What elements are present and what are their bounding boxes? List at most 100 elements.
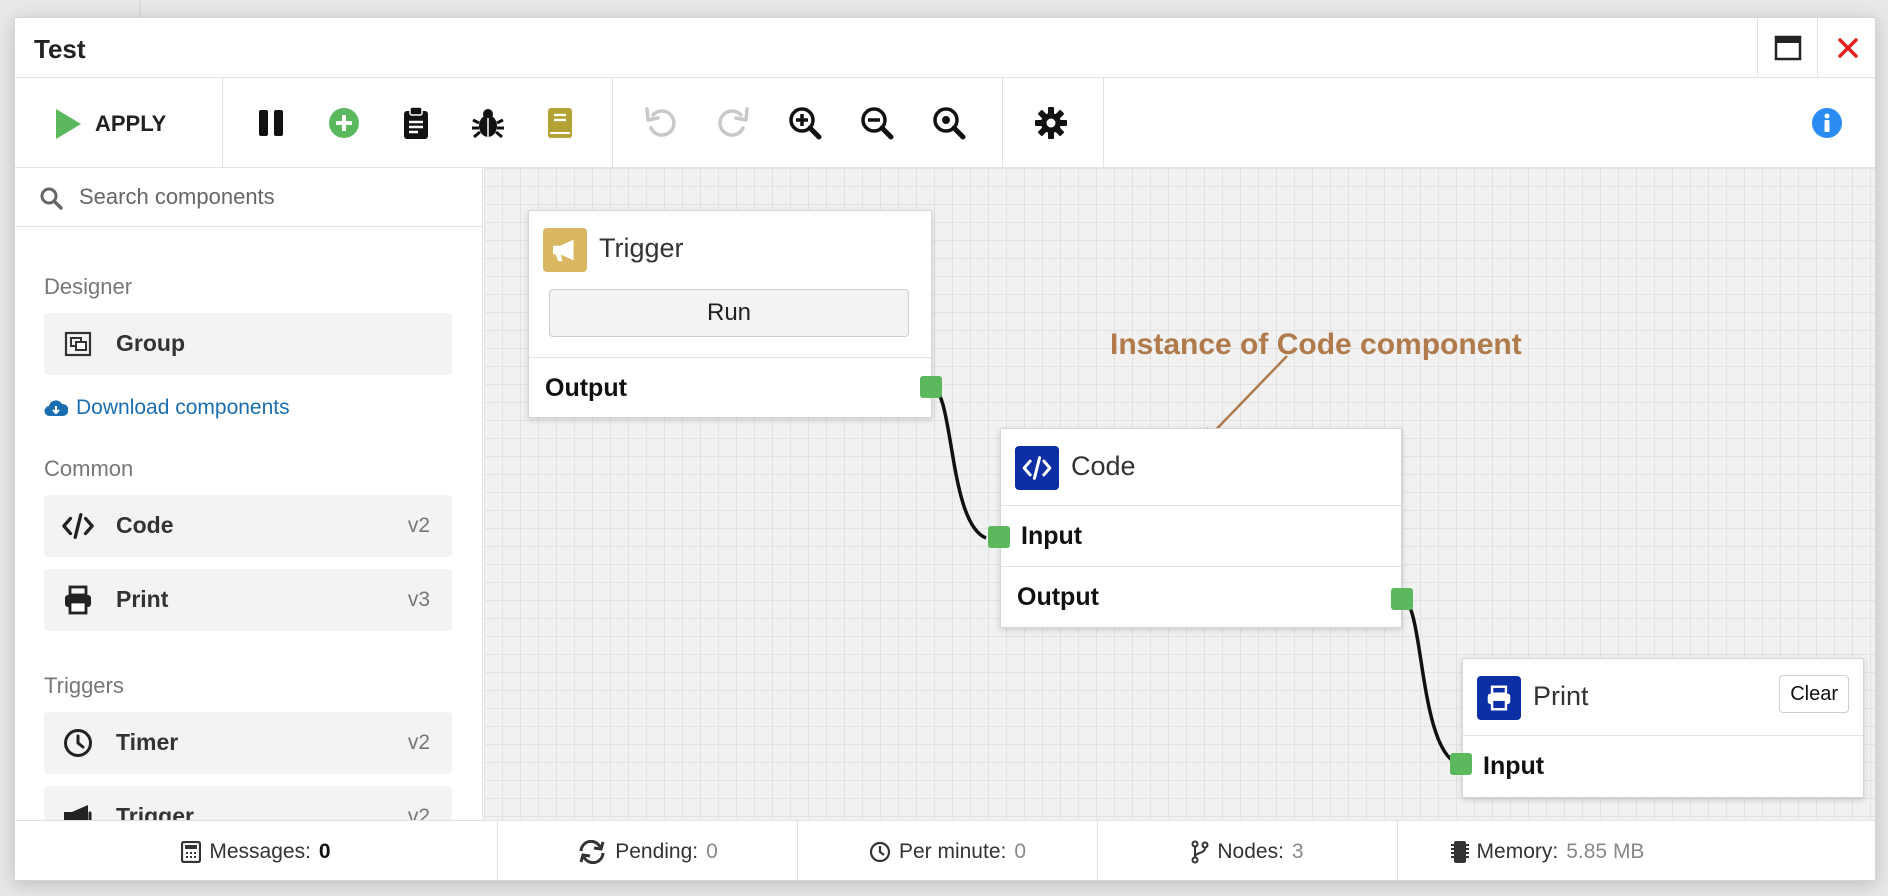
clock-icon	[869, 841, 891, 863]
status-per-minute: Per minute: 0	[797, 821, 1097, 880]
clipboard-icon	[404, 106, 428, 139]
close-button[interactable]	[1817, 18, 1875, 78]
undo-button[interactable]	[643, 105, 679, 141]
status-label: Nodes:	[1217, 840, 1284, 863]
input-port-row: Input	[1463, 735, 1863, 796]
status-pending: Pending: 0	[497, 821, 797, 880]
branch-icon	[1191, 840, 1209, 864]
output-port-row: Output	[529, 357, 931, 418]
play-icon	[56, 109, 81, 139]
settings-button[interactable]	[1033, 105, 1069, 141]
window-title: Test	[34, 34, 86, 64]
node-print[interactable]: Print Clear Input	[1462, 658, 1864, 798]
component-name: Trigger	[116, 803, 194, 820]
code-icon	[1015, 446, 1059, 490]
component-item-trigger[interactable]: Trigger v2	[44, 786, 452, 820]
zoom-in-icon	[789, 107, 822, 140]
maximize-icon	[1774, 35, 1801, 61]
code-output-port[interactable]	[1391, 588, 1413, 610]
status-value: 0	[318, 840, 331, 863]
redo-button[interactable]	[715, 105, 751, 141]
output-port-row: Output	[1001, 566, 1401, 627]
undo-icon	[645, 107, 676, 137]
status-label: Per minute:	[898, 840, 1007, 863]
port-label: Output	[1017, 583, 1099, 611]
group-icon	[62, 329, 94, 359]
component-name: Print	[116, 586, 169, 612]
port-label: Output	[545, 374, 627, 402]
zoom-in-button[interactable]	[787, 105, 823, 141]
pause-button[interactable]	[253, 105, 289, 141]
run-button[interactable]: Run	[549, 289, 909, 337]
close-icon	[1837, 38, 1858, 58]
component-search	[15, 168, 482, 227]
component-item-code[interactable]: Code v2	[44, 495, 452, 557]
toolbar-divider	[222, 78, 223, 168]
status-value: 3	[1291, 840, 1304, 863]
component-item-group[interactable]: Group	[44, 313, 452, 375]
status-value: 5.85 MB	[1566, 840, 1645, 863]
code-input-port[interactable]	[988, 526, 1010, 548]
memory-icon	[1450, 841, 1469, 863]
documentation-button[interactable]	[542, 105, 578, 141]
clear-button[interactable]: Clear	[1779, 675, 1849, 713]
redo-icon	[718, 107, 749, 137]
add-icon	[329, 108, 359, 138]
info-icon	[1812, 108, 1842, 138]
print-icon	[1477, 676, 1521, 720]
wire-trigger-to-code	[930, 385, 987, 540]
node-title: Code	[1071, 451, 1136, 481]
status-bar: Messages: 0 Pending: 0 Per minute: 0	[15, 820, 1875, 880]
node-header: Code	[1001, 429, 1401, 505]
status-value: 0	[706, 840, 718, 863]
clipboard-button[interactable]	[398, 105, 434, 141]
component-item-timer[interactable]: Timer v2	[44, 712, 452, 774]
component-version: v2	[407, 514, 430, 537]
debug-button[interactable]	[470, 105, 506, 141]
node-title: Print	[1533, 681, 1589, 711]
trigger-output-port[interactable]	[920, 376, 942, 398]
print-input-port[interactable]	[1450, 753, 1472, 775]
toolbar-divider	[612, 78, 613, 168]
status-nodes: Nodes: 3	[1097, 821, 1397, 880]
pause-icon	[259, 110, 283, 136]
flow-canvas[interactable]: Instance of Code component Trigger Run O…	[484, 168, 1875, 820]
clock-icon	[62, 728, 94, 758]
component-sidebar: Designer Group Download components Commo…	[15, 168, 483, 820]
megaphone-icon	[62, 802, 94, 820]
zoom-reset-button[interactable]	[931, 105, 967, 141]
section-heading-common: Common	[44, 456, 134, 481]
search-input[interactable]	[79, 178, 469, 216]
port-label: Input	[1483, 752, 1545, 780]
node-code[interactable]: Code Input Output	[1000, 428, 1402, 628]
node-header: Print Clear	[1463, 659, 1863, 735]
status-memory: Memory: 5.85 MB	[1397, 821, 1697, 880]
info-button[interactable]	[1809, 105, 1845, 141]
settings-icon	[1035, 107, 1067, 139]
bug-icon	[472, 109, 504, 139]
apply-button[interactable]: APPLY	[53, 106, 166, 142]
zoom-out-icon	[861, 107, 894, 140]
zoom-out-button[interactable]	[859, 105, 895, 141]
component-item-print[interactable]: Print v3	[44, 569, 452, 631]
search-icon	[40, 187, 63, 210]
section-heading-triggers: Triggers	[44, 673, 124, 698]
section-heading-designer: Designer	[44, 274, 133, 299]
node-trigger[interactable]: Trigger Run Output	[528, 210, 932, 418]
toolbar: APPLY	[15, 78, 1875, 168]
apply-label: APPLY	[95, 111, 167, 136]
flow-designer-window: Test APPLY	[14, 17, 1876, 881]
zoom-reset-icon	[933, 107, 966, 140]
add-component-button[interactable]	[326, 105, 362, 141]
calculator-icon	[181, 841, 202, 863]
component-name: Code	[116, 512, 174, 538]
component-version: v3	[407, 588, 430, 611]
cloud-download-icon	[44, 400, 68, 417]
status-label: Memory:	[1476, 840, 1559, 863]
component-name: Group	[116, 330, 185, 356]
maximize-button[interactable]	[1757, 18, 1817, 78]
sync-icon	[579, 840, 605, 864]
megaphone-icon	[543, 228, 587, 272]
download-components-link[interactable]: Download components	[44, 396, 290, 420]
